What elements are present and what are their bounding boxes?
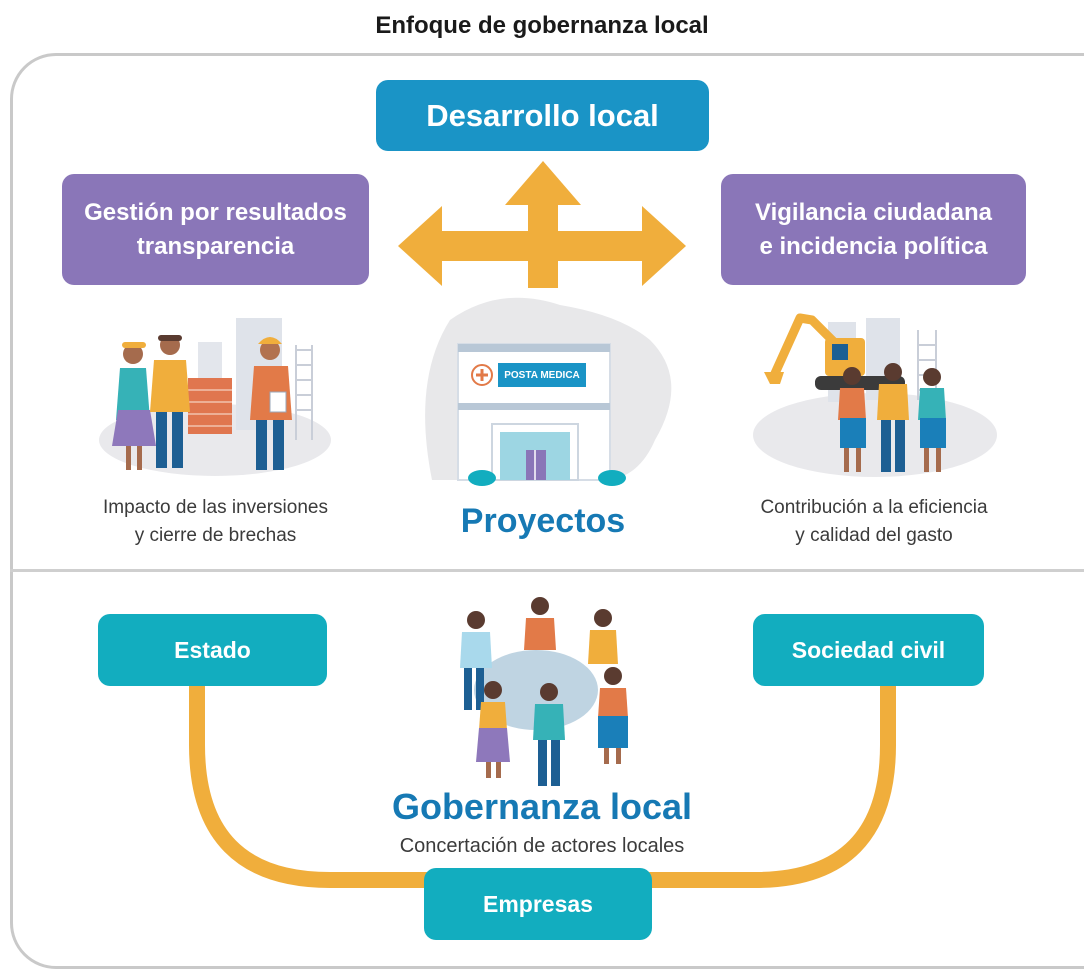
clinic-illustration [425,297,672,486]
estado-box: Estado [98,614,327,686]
vigilancia-line1: Vigilancia ciudadana [755,198,992,226]
four-way-arrow-icon [398,161,686,288]
impacto-line1: Impacto de las inversiones [103,497,328,518]
oversight-illustration [753,313,997,477]
desarrollo-local-box: Desarrollo local [376,80,709,151]
connector-curve [189,672,896,888]
contribucion-caption: Contribución a la eficiencia y calidad d… [714,494,1034,549]
gobernanza-title: Gobernanza local [391,786,693,827]
impacto-caption: Impacto de las inversiones y cierre de b… [62,494,369,549]
meeting-illustration [460,597,628,786]
gestion-line2: transparencia [136,232,295,260]
proyectos-label: Proyectos [460,502,626,540]
gestion-resultados-box: Gestión por resultados transparencia [62,174,369,285]
vigilancia-line2: e incidencia política [759,232,988,260]
gestion-line1: Gestión por resultados [84,198,347,226]
empresas-box: Empresas [424,868,652,940]
posta-medica-sign: POSTA MEDICA [504,369,580,381]
builders-illustration [99,318,331,476]
contribucion-line1: Contribución a la eficiencia [760,497,988,518]
section-divider [10,569,1084,572]
vigilancia-ciudadana-box: Vigilancia ciudadana e incidencia políti… [721,174,1026,285]
contribucion-line2: y calidad del gasto [795,524,953,546]
gobernanza-subtitle: Concertación de actores locales [399,835,685,857]
impacto-line2: y cierre de brechas [134,524,297,546]
sociedad-civil-box: Sociedad civil [753,614,984,686]
diagram-title: Enfoque de gobernanza local [375,12,709,39]
